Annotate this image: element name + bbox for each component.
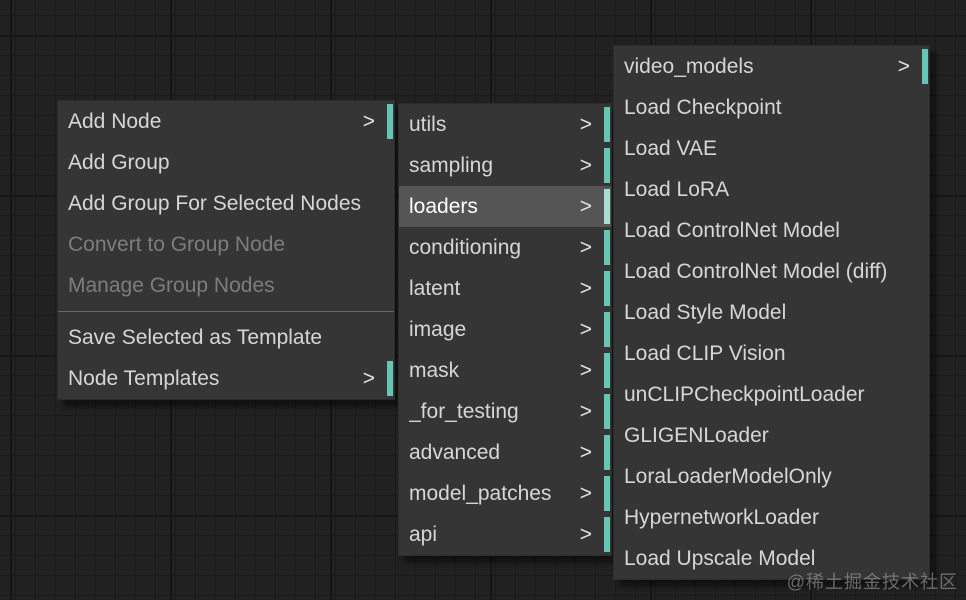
menu-item-load-clip-vision[interactable]: Load CLIP Vision [614,333,929,374]
menu-item-label: Add Group [68,150,170,174]
submenu-accent-bar [387,361,393,396]
menu-item-label: image [409,317,467,341]
menu-item-add-group-for-selected-nodes[interactable]: Add Group For Selected Nodes [58,183,394,224]
submenu-arrow-icon: > [579,400,592,423]
menu-item-utils[interactable]: utils > [399,104,611,145]
menu-item-latent[interactable]: latent > [399,268,611,309]
menu-item-load-upscale-model[interactable]: Load Upscale Model [614,538,929,579]
submenu-accent-bar [604,517,610,552]
menu-item-add-group[interactable]: Add Group [58,142,394,183]
menu-item-save-selected-as-template[interactable]: Save Selected as Template [58,317,394,358]
submenu-arrow-icon: > [579,154,592,177]
submenu-accent-bar [604,353,610,388]
menu-item-label: Save Selected as Template [68,325,323,349]
menu-item-label: GLIGENLoader [624,423,769,447]
submenu-accent-bar [604,394,610,429]
submenu-arrow-icon: > [579,523,592,546]
menu-item-label: Load LoRA [624,177,730,201]
submenu-arrow-icon: > [579,318,592,341]
submenu-arrow-icon: > [897,55,910,78]
menu-item-manage-group-nodes: Manage Group Nodes [58,265,394,306]
menu-item-loaders[interactable]: loaders > [399,186,611,227]
menu-item-label: Load Upscale Model [624,546,816,570]
menu-item-label: HypernetworkLoader [624,505,819,529]
menu-item-unclipcheckpointloader[interactable]: unCLIPCheckpointLoader [614,374,929,415]
menu-item-load-checkpoint[interactable]: Load Checkpoint [614,87,929,128]
menu-item-hypernetworkloader[interactable]: HypernetworkLoader [614,497,929,538]
menu-item-label: loaders [409,194,478,218]
menu-item-sampling[interactable]: sampling > [399,145,611,186]
menu-item-add-node[interactable]: Add Node > [58,101,394,142]
submenu-accent-bar [387,104,393,139]
submenu-accent-bar [604,271,610,306]
submenu-arrow-icon: > [362,367,375,390]
menu-item-label: latent [409,276,461,300]
menu-item-conditioning[interactable]: conditioning > [399,227,611,268]
menu-item-load-style-model[interactable]: Load Style Model [614,292,929,333]
menu-item-label: Load Style Model [624,300,787,324]
menu-item-node-templates[interactable]: Node Templates > [58,358,394,399]
submenu-accent-bar [604,148,610,183]
submenu-arrow-icon: > [579,359,592,382]
menu-item-label: model_patches [409,481,552,505]
node-category-menu: utils>sampling>loaders>conditioning>late… [398,103,612,556]
submenu-accent-bar [604,189,610,224]
submenu-accent-bar [922,49,928,84]
menu-item-load-controlnet-model-diff[interactable]: Load ControlNet Model (diff) [614,251,929,292]
submenu-arrow-icon: > [579,441,592,464]
menu-item-label: Manage Group Nodes [68,273,275,297]
menu-item-label: Add Group For Selected Nodes [68,191,361,215]
submenu-arrow-icon: > [579,195,592,218]
menu-item-load-controlnet-model[interactable]: Load ControlNet Model [614,210,929,251]
menu-item-label: utils [409,112,447,136]
menu-item-label: mask [409,358,460,382]
menu-item-label: video_models [624,54,754,78]
submenu-accent-bar [604,476,610,511]
menu-item-label: Load ControlNet Model (diff) [624,259,888,283]
submenu-arrow-icon: > [579,277,592,300]
menu-item-load-vae[interactable]: Load VAE [614,128,929,169]
menu-item-label: api [409,522,438,546]
menu-item-label: advanced [409,440,501,464]
submenu-accent-bar [604,230,610,265]
menu-item-label: conditioning [409,235,522,259]
submenu-accent-bar [604,107,610,142]
menu-item-convert-to-group-node: Convert to Group Node [58,224,394,265]
submenu-arrow-icon: > [579,113,592,136]
submenu-arrow-icon: > [579,236,592,259]
menu-item-image[interactable]: image > [399,309,611,350]
menu-item-label: _for_testing [409,399,519,423]
menu-item-label: unCLIPCheckpointLoader [624,382,865,406]
menu-item-loraloadermodelonly[interactable]: LoraLoaderModelOnly [614,456,929,497]
menu-item-label: Load Checkpoint [624,95,782,119]
menu-item-label: sampling [409,153,494,177]
menu-item-label: LoraLoaderModelOnly [624,464,832,488]
menu-item-label: Load VAE [624,136,718,160]
submenu-arrow-icon: > [579,482,592,505]
menu-separator [58,306,394,317]
submenu-accent-bar [604,312,610,347]
menu-item-label: Convert to Group Node [68,232,286,256]
menu-item-load-lora[interactable]: Load LoRA [614,169,929,210]
menu-item-mask[interactable]: mask > [399,350,611,391]
menu-item-for-testing[interactable]: _for_testing > [399,391,611,432]
menu-item-label: Add Node [68,109,162,133]
menu-item-advanced[interactable]: advanced > [399,432,611,473]
menu-item-label: Load CLIP Vision [624,341,786,365]
submenu-accent-bar [604,435,610,470]
menu-item-api[interactable]: api > [399,514,611,555]
menu-item-gligenloader[interactable]: GLIGENLoader [614,415,929,456]
menu-item-model-patches[interactable]: model_patches > [399,473,611,514]
submenu-arrow-icon: > [362,110,375,133]
menu-item-label: Load ControlNet Model [624,218,840,242]
menu-item-video-models[interactable]: video_models > [614,46,929,87]
menu-item-label: Node Templates [68,366,220,390]
